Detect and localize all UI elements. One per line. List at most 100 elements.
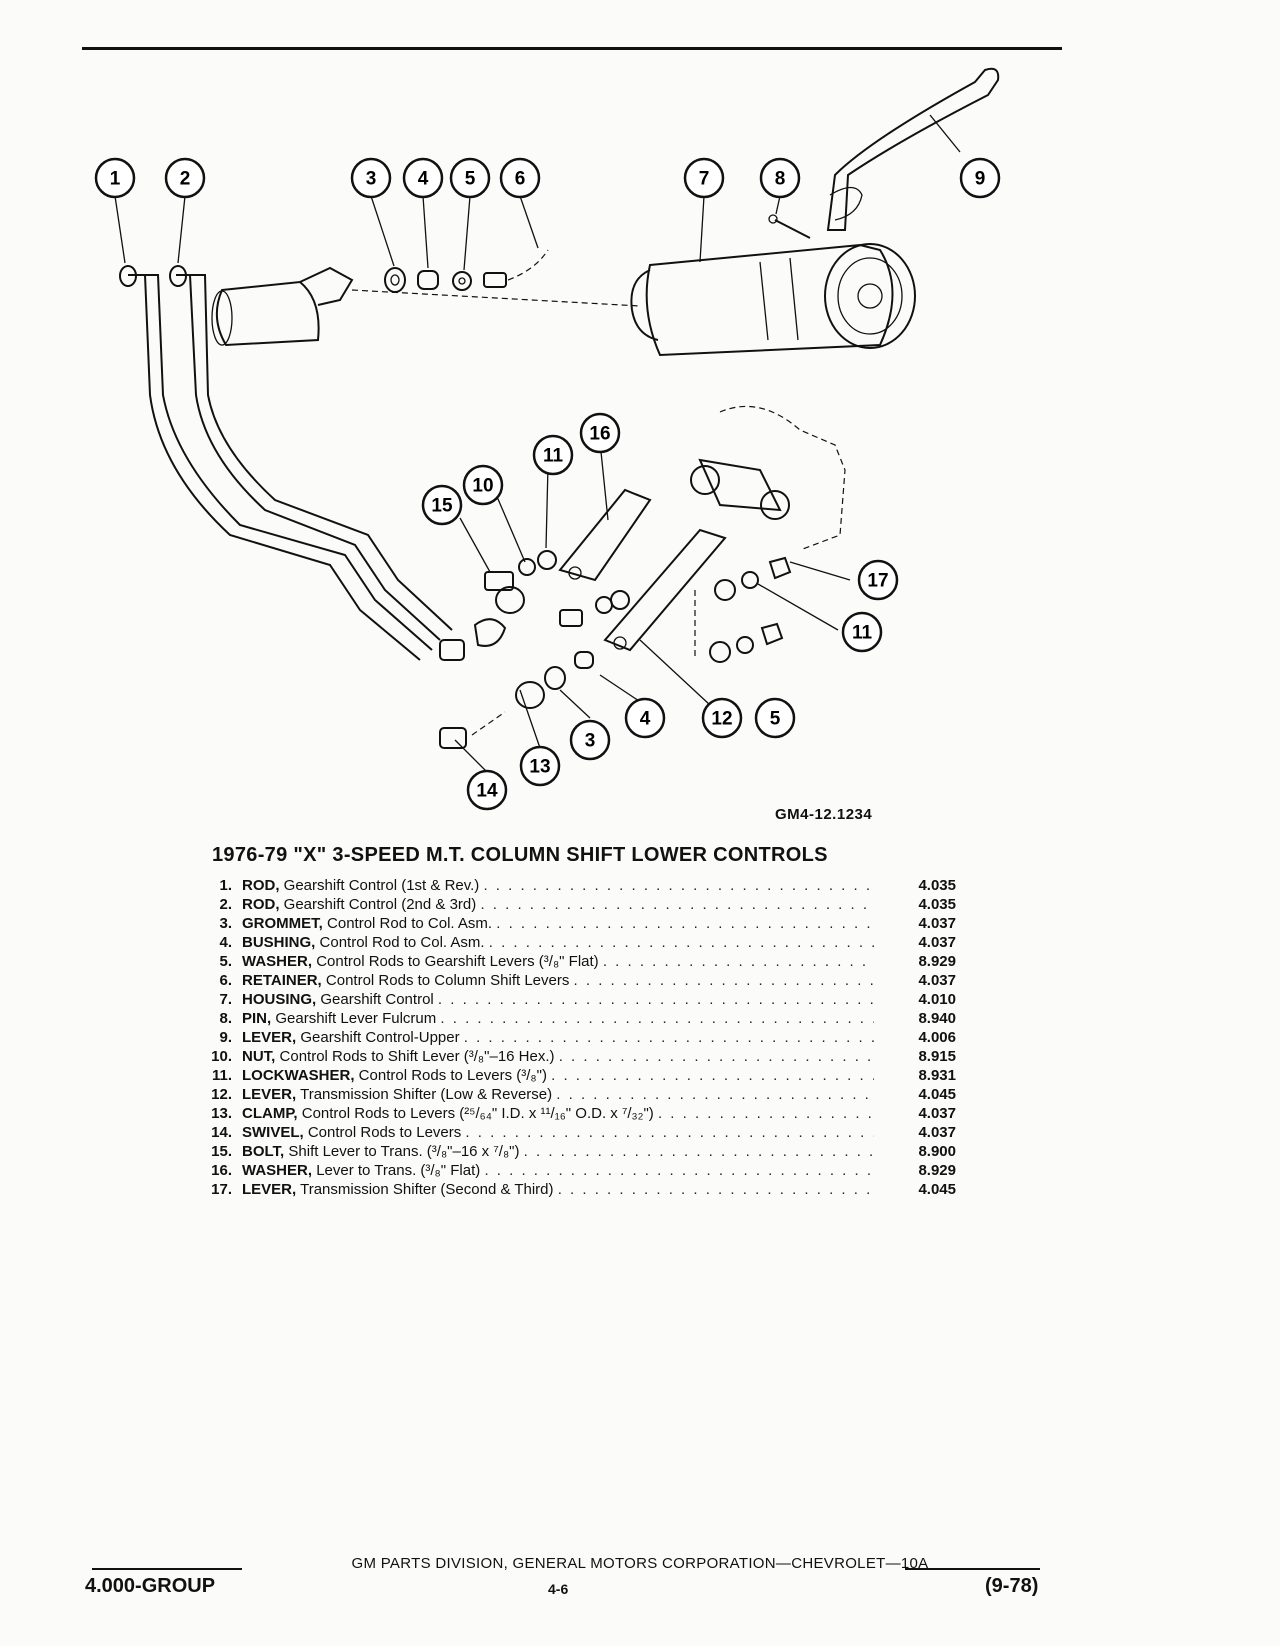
upper-hardware-row-drawing bbox=[384, 249, 549, 293]
leader-dots: . . . . . . . . . . . . . . . . . . . . … bbox=[484, 1162, 874, 1179]
part-page-ref: 8.900 bbox=[918, 1143, 956, 1160]
part-name: LEVER, bbox=[242, 1086, 297, 1103]
part-page-ref: 8.915 bbox=[918, 1048, 956, 1065]
leader-dots: . . . . . . . . . . . . . . . . . . . . … bbox=[602, 953, 874, 970]
callout-label: 15 bbox=[431, 496, 453, 517]
part-description: LEVER, Gearshift Control-Upper . . . . .… bbox=[242, 1028, 874, 1047]
callout-3: 3 bbox=[350, 157, 392, 199]
footer-rule-left bbox=[92, 1568, 242, 1570]
callout-circle bbox=[462, 464, 504, 506]
part-page-ref: 4.037 bbox=[918, 972, 956, 989]
parts-list-row: 14.SWIVEL, Control Rods to Levers . . . … bbox=[196, 1123, 956, 1142]
part-detail: Transmission Shifter (Low & Reverse) bbox=[300, 1086, 553, 1103]
callout-label: 8 bbox=[775, 169, 786, 190]
part-detail: Lever to Trans. (³/₈" Flat) bbox=[316, 1162, 481, 1179]
parts-list-row: 16.WASHER, Lever to Trans. (³/₈" Flat) .… bbox=[196, 1161, 956, 1180]
callout-circle bbox=[857, 559, 899, 601]
part-detail: Gearshift Control bbox=[320, 991, 434, 1008]
part-page-ref: 4.035 bbox=[918, 896, 956, 913]
callout-17: 17 bbox=[857, 559, 899, 601]
callout-label: 2 bbox=[180, 169, 191, 190]
callout-13: 13 bbox=[519, 745, 561, 787]
footer-date: (9-78) bbox=[985, 1575, 1039, 1597]
part-number: 12. bbox=[211, 1086, 232, 1103]
leader-dots: . . . . . . . . . . . . . . . . . . . . … bbox=[573, 972, 874, 989]
part-name: LOCKWASHER, bbox=[242, 1067, 355, 1084]
parts-list-row: 1.ROD, Gearshift Control (1st & Rev.) . … bbox=[196, 876, 956, 895]
part-name: CLAMP, bbox=[242, 1105, 298, 1122]
callout-label: 5 bbox=[465, 169, 476, 190]
part-detail: Shift Lever to Trans. (³/₈"–16 x ⁷/₈") bbox=[288, 1143, 520, 1160]
parts-list-row: 13.CLAMP, Control Rods to Levers (²⁵/₆₄"… bbox=[196, 1104, 956, 1123]
part-description: WASHER, Lever to Trans. (³/₈" Flat) . . … bbox=[242, 1161, 874, 1180]
callout-circle bbox=[754, 697, 796, 739]
upper-lever-drawing bbox=[826, 67, 1000, 231]
footer-credit: GM PARTS DIVISION, GENERAL MOTORS CORPOR… bbox=[345, 1555, 935, 1572]
parts-list-row: 4.BUSHING, Control Rod to Col. Asm. . . … bbox=[196, 933, 956, 952]
parts-list-row: 11.LOCKWASHER, Control Rods to Levers (³… bbox=[196, 1066, 956, 1085]
parts-list-row: 3.GROMMET, Control Rod to Col. Asm. . . … bbox=[196, 914, 956, 933]
part-description: ROD, Gearshift Control (2nd & 3rd) . . .… bbox=[242, 895, 874, 914]
transmission-housing-drawing bbox=[690, 405, 846, 551]
part-name: SWIVEL, bbox=[242, 1124, 304, 1141]
callout-3: 3 bbox=[569, 719, 611, 761]
parts-list-row: 10.NUT, Control Rods to Shift Lever (³/₈… bbox=[196, 1047, 956, 1066]
part-name: BOLT, bbox=[242, 1143, 285, 1160]
callout-label: 3 bbox=[585, 731, 596, 752]
callout-circle bbox=[579, 412, 621, 454]
part-page-ref: 8.929 bbox=[918, 953, 956, 970]
leader-dots: . . . . . . . . . . . . . . . . . . . . … bbox=[551, 1067, 874, 1084]
column-lower-tube-drawing bbox=[211, 266, 641, 347]
callout-label: 12 bbox=[711, 709, 732, 730]
callout-label: 17 bbox=[867, 571, 888, 592]
part-detail: Control Rods to Levers (²⁵/₆₄" I.D. x ¹¹… bbox=[301, 1105, 654, 1122]
callout-10: 10 bbox=[462, 464, 504, 506]
gearshift-housing-drawing bbox=[630, 243, 916, 357]
callout-circle bbox=[94, 157, 136, 199]
part-number: 7. bbox=[219, 991, 232, 1008]
part-name: LEVER, bbox=[242, 1181, 297, 1198]
callout-15: 15 bbox=[421, 484, 463, 526]
leader-dots: . . . . . . . . . . . . . . . . . . . . … bbox=[523, 1143, 874, 1160]
part-description: RETAINER, Control Rods to Column Shift L… bbox=[242, 971, 874, 990]
callout-6: 6 bbox=[499, 157, 541, 199]
leader-dots: . . . . . . . . . . . . . . . . . . . . … bbox=[496, 915, 874, 932]
part-description: BOLT, Shift Lever to Trans. (³/₈"–16 x ⁷… bbox=[242, 1142, 874, 1161]
part-number: 6. bbox=[219, 972, 232, 989]
part-page-ref: 4.045 bbox=[918, 1181, 956, 1198]
part-description: PIN, Gearshift Lever Fulcrum . . . . . .… bbox=[242, 1009, 874, 1028]
part-number: 14. bbox=[211, 1124, 232, 1141]
callout-circle bbox=[683, 157, 725, 199]
leader-dots: . . . . . . . . . . . . . . . . . . . . … bbox=[556, 1086, 874, 1103]
part-number: 8. bbox=[219, 1010, 232, 1027]
callout-circle bbox=[959, 157, 1001, 199]
part-page-ref: 8.931 bbox=[918, 1067, 956, 1084]
part-detail: Control Rods to Column Shift Levers bbox=[325, 972, 570, 989]
part-detail: Control Rod to Col. Asm. bbox=[327, 915, 493, 932]
callout-label: 10 bbox=[472, 476, 493, 497]
part-page-ref: 4.010 bbox=[918, 991, 956, 1008]
parts-list-row: 2.ROD, Gearshift Control (2nd & 3rd) . .… bbox=[196, 895, 956, 914]
callout-label: 3 bbox=[366, 169, 377, 190]
callout-4: 4 bbox=[624, 697, 666, 739]
part-detail: Gearshift Control-Upper bbox=[300, 1029, 460, 1046]
leader-dots: . . . . . . . . . . . . . . . . . . . . … bbox=[558, 1048, 874, 1065]
part-page-ref: 4.037 bbox=[918, 934, 956, 951]
part-description: ROD, Gearshift Control (1st & Rev.) . . … bbox=[242, 876, 874, 895]
part-number: 17. bbox=[211, 1181, 232, 1198]
part-detail: Gearshift Control (2nd & 3rd) bbox=[283, 896, 477, 913]
leader-dots: . . . . . . . . . . . . . . . . . . . . … bbox=[463, 1029, 874, 1046]
callout-7: 7 bbox=[683, 157, 725, 199]
callout-circle bbox=[532, 434, 574, 476]
callout-label: 11 bbox=[852, 623, 873, 644]
callout-label: 14 bbox=[476, 781, 498, 802]
leader-lines bbox=[114, 114, 961, 776]
callout-circle bbox=[624, 697, 666, 739]
parts-list-row: 7.HOUSING, Gearshift Control . . . . . .… bbox=[196, 990, 956, 1009]
footer-group: 4.000-GROUP bbox=[85, 1575, 216, 1597]
part-name: ROD, bbox=[242, 877, 280, 894]
leader-dots: . . . . . . . . . . . . . . . . . . . . … bbox=[488, 934, 874, 951]
callout-circle bbox=[350, 157, 392, 199]
part-number: 10. bbox=[211, 1048, 232, 1065]
